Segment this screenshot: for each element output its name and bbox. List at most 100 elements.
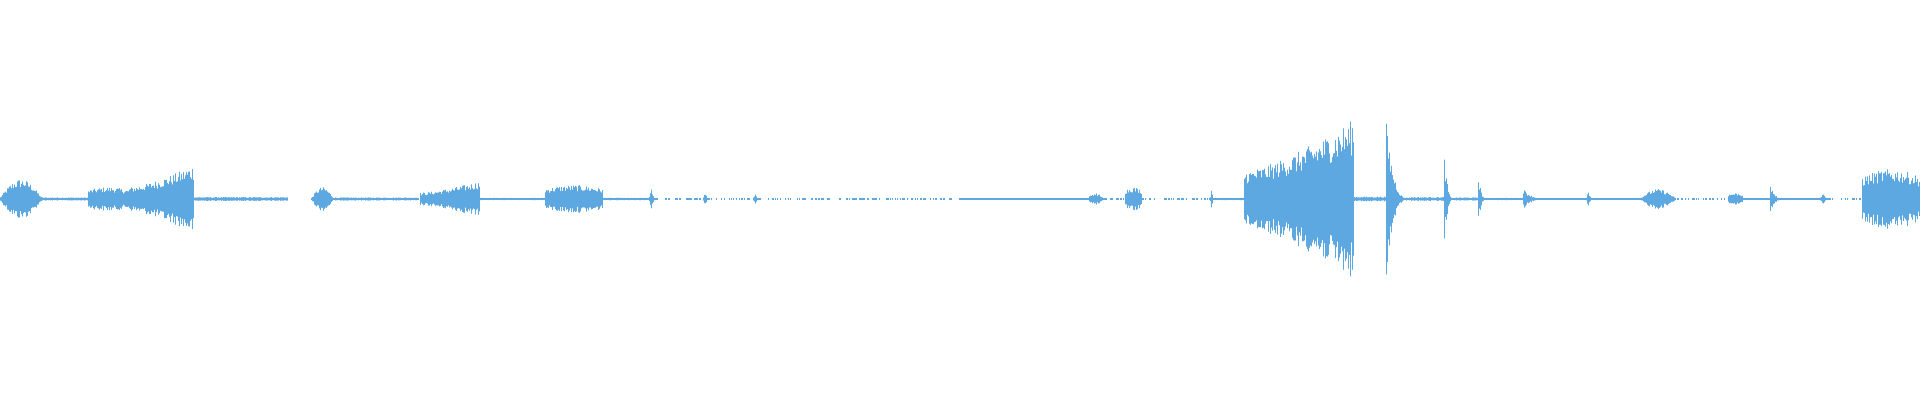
- waveform-sample: [599, 189, 600, 209]
- waveform-sample: [1650, 193, 1651, 205]
- waveform-sample: [1628, 198, 1629, 200]
- waveform-sample: [632, 198, 633, 200]
- waveform-sample: [1298, 151, 1299, 247]
- waveform-sample: [1423, 197, 1424, 201]
- waveform-sample: [1649, 191, 1650, 207]
- waveform-sample: [1502, 197, 1503, 201]
- waveform-sample: [638, 198, 639, 200]
- waveform-sample: [648, 198, 649, 200]
- waveform-segment: [1594, 198, 1640, 200]
- waveform-sample: [930, 198, 931, 200]
- waveform-sample: [904, 198, 905, 200]
- waveform-sample: [1373, 197, 1374, 201]
- waveform-sample: [192, 169, 193, 230]
- waveform-sample: [1377, 196, 1378, 202]
- waveform-sample: [1266, 176, 1267, 222]
- waveform-sample: [563, 187, 564, 211]
- waveform-sample: [522, 197, 523, 201]
- waveform-sample: [688, 198, 689, 200]
- waveform-sample: [197, 197, 198, 201]
- waveform-sample: [1867, 176, 1868, 222]
- waveform-sample: [592, 188, 593, 210]
- waveform-sample: [101, 189, 102, 209]
- waveform-sample: [1917, 179, 1918, 219]
- waveform-sample: [1504, 198, 1505, 200]
- waveform-sample: [504, 197, 505, 201]
- waveform-sample: [1383, 197, 1384, 201]
- waveform-sample: [1634, 198, 1635, 200]
- waveform-sample: [543, 198, 544, 200]
- waveform-sample: [399, 197, 400, 201]
- waveform-sample: [286, 197, 287, 201]
- waveform-sample: [1631, 198, 1632, 200]
- waveform-sample: [962, 198, 963, 200]
- waveform-sample: [1213, 198, 1214, 200]
- waveform-sample: [1525, 191, 1526, 207]
- waveform-sample: [1572, 198, 1573, 200]
- waveform-sample: [875, 198, 876, 200]
- waveform-sample: [1358, 197, 1359, 201]
- waveform-sample: [19, 180, 20, 218]
- waveform-sample: [1462, 197, 1463, 201]
- waveform-sample: [1874, 173, 1875, 225]
- waveform-sample: [1703, 198, 1704, 200]
- waveform-sample: [42, 197, 43, 201]
- waveform-sample: [967, 198, 968, 200]
- waveform-sample: [773, 198, 774, 200]
- waveform-sample: [1020, 198, 1021, 200]
- waveform-sample: [606, 198, 607, 200]
- waveform-sample: [1214, 198, 1215, 200]
- waveform-sample: [50, 197, 51, 201]
- waveform-sample: [1560, 198, 1561, 200]
- waveform-sample: [445, 189, 446, 209]
- waveform-sample: [876, 198, 877, 200]
- waveform-sample: [1080, 198, 1081, 200]
- waveform-sample: [950, 198, 951, 200]
- waveform-sample: [777, 198, 778, 200]
- waveform-sample: [1028, 198, 1029, 200]
- waveform-sample: [427, 194, 428, 204]
- waveform-sample: [1516, 198, 1517, 200]
- waveform-sample: [338, 198, 339, 200]
- waveform-sample: [435, 192, 436, 206]
- waveform-sample: [637, 198, 638, 200]
- waveform-sample: [1219, 198, 1220, 200]
- waveform-sample: [1484, 198, 1485, 200]
- waveform-sample: [874, 198, 875, 200]
- waveform-sample: [373, 197, 374, 201]
- waveform-sample: [680, 198, 681, 200]
- waveform-sample: [1474, 197, 1475, 201]
- waveform-sample: [1230, 197, 1231, 200]
- waveform-sample: [803, 198, 804, 200]
- waveform-segment: [603, 197, 649, 201]
- waveform-sample: [1744, 198, 1745, 200]
- waveform-sample: [1466, 197, 1467, 201]
- waveform-sample: [74, 198, 75, 200]
- waveform-sample: [224, 197, 225, 201]
- waveform-sample: [620, 197, 621, 201]
- waveform-sample: [17, 181, 18, 217]
- waveform-sample: [1285, 171, 1286, 227]
- waveform-segment: [334, 197, 419, 201]
- waveform-sample: [199, 197, 200, 201]
- waveform-sample: [51, 197, 52, 201]
- waveform-sample: [1096, 193, 1097, 205]
- waveform-sample: [1655, 189, 1656, 209]
- waveform-sample: [1610, 198, 1611, 200]
- waveform-sample: [625, 198, 626, 200]
- waveform-sample: [1335, 140, 1336, 259]
- waveform-sample: [62, 197, 63, 201]
- waveform-sample: [223, 197, 224, 201]
- waveform-sample: [1505, 197, 1506, 201]
- waveform-segment: [1478, 182, 1488, 216]
- waveform-sample: [772, 198, 773, 200]
- waveform-sample: [613, 198, 614, 200]
- waveform-sample: [493, 197, 494, 201]
- waveform-sample: [1353, 142, 1354, 256]
- waveform-sample: [1845, 198, 1846, 200]
- waveform-sample: [1252, 173, 1253, 224]
- waveform-sample: [1626, 198, 1627, 200]
- waveform-sample: [261, 197, 262, 201]
